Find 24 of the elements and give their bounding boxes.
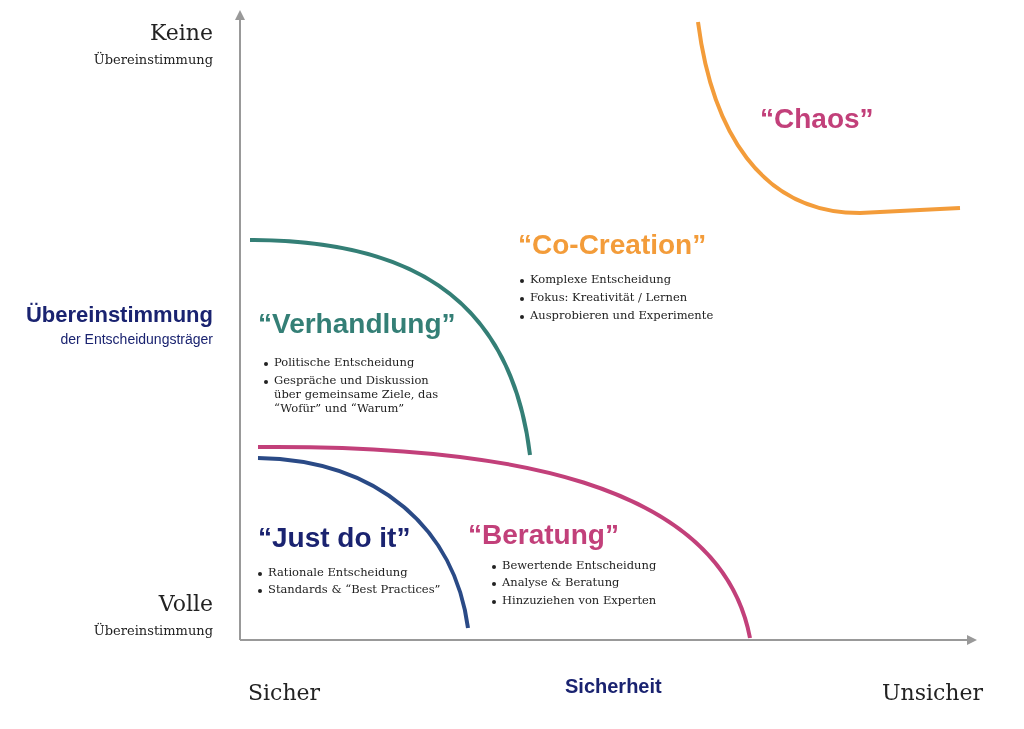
zone-title: “Beratung” [468, 518, 619, 552]
axis-end-label: Keine [149, 20, 213, 47]
bullet-item: Bewertende Entscheidung [490, 559, 657, 573]
zone-title: “Co-Creation” [518, 228, 707, 262]
bullet-item: Rationale Entscheidung [256, 566, 408, 580]
axis-title: Übereinstimmung [25, 302, 213, 329]
zone-title: “Chaos” [760, 102, 874, 136]
bullet-item: Analyse & Beratung [490, 576, 620, 590]
axis-end-label: Unsicher [882, 680, 984, 707]
bullet-item: Ausprobieren und Experimente [518, 309, 714, 323]
axis-end-label: Volle [158, 591, 213, 618]
bullet-item: Hinzuziehen von Experten [490, 594, 657, 608]
bullet-item: Gespräche und Diskussion über gemeinsame Ziele, das “Wofür” und “Warum” [262, 374, 444, 416]
axis-end-label: Übereinstimmung [93, 623, 213, 639]
bullet-item: Komplexe Entscheidung [518, 273, 672, 287]
zone-title: “Just do it” [258, 521, 411, 555]
bullet-item: Fokus: Kreativität / Lernen [518, 291, 688, 305]
zone-title: “Verhandlung” [258, 307, 456, 341]
bullet-item: Politische Entscheidung [262, 356, 415, 370]
axis-title: Sicherheit [565, 674, 662, 698]
axis-end-label: Übereinstimmung [93, 52, 213, 68]
axis-end-label: Sicher [248, 680, 321, 707]
axis-subtitle: der Entscheidungsträger [60, 331, 213, 348]
bullet-item: Standards & “Best Practices” [256, 583, 441, 597]
